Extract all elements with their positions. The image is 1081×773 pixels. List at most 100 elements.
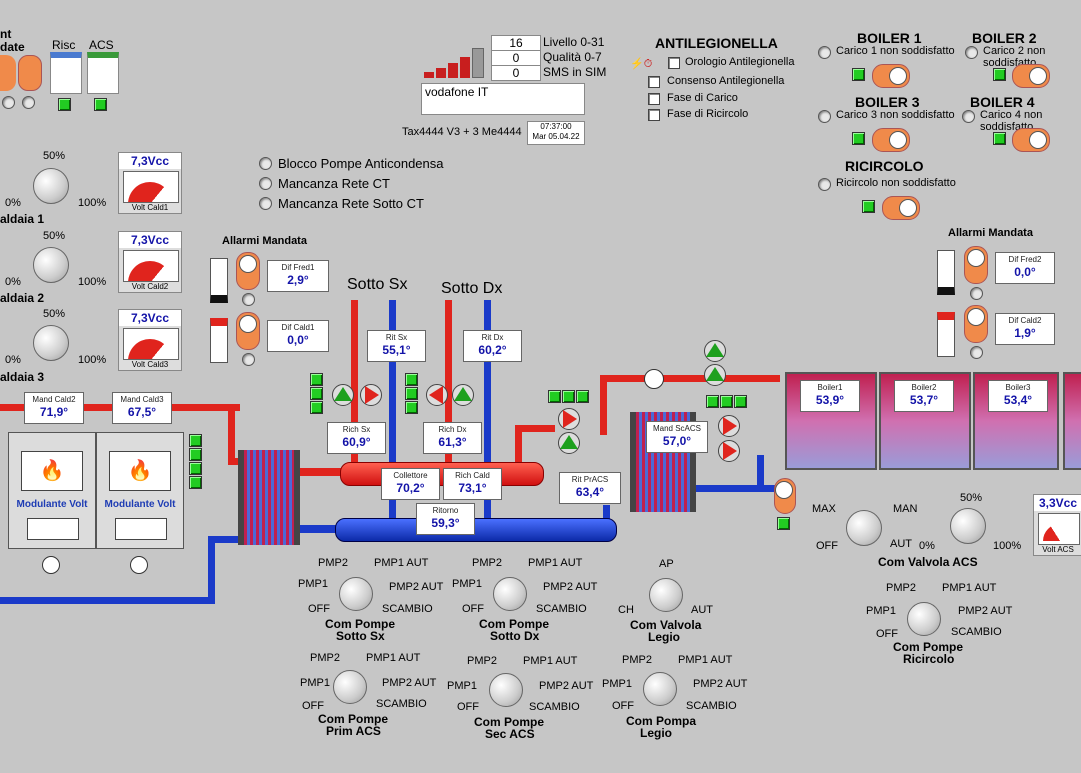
sel-dx-t1: Com Pompe — [479, 617, 550, 631]
pump-sx-2[interactable] — [360, 384, 382, 406]
allarmi-left-toggle-2[interactable] — [236, 312, 260, 350]
allarmi-right-toggle-2[interactable] — [964, 305, 988, 343]
pump-acs-1[interactable] — [558, 408, 580, 430]
valv-legio-t1: Com Valvola — [630, 618, 702, 632]
antileg-check-4[interactable] — [648, 109, 660, 121]
allarmi-left-toggle-1[interactable] — [236, 252, 260, 290]
boiler2-radio — [965, 46, 978, 59]
selector-sotto-sx[interactable]: PMP2 PMP1 AUT PMP1 PMP2 AUT OFF SCAMBIO … — [298, 555, 458, 645]
antileg-check-2[interactable] — [648, 76, 660, 88]
boiler1-temp-value: 53,9° — [815, 393, 845, 407]
alarm-radio-3 — [259, 197, 272, 210]
cald2-knob[interactable] — [33, 247, 69, 283]
sel-ric-t2: Ricircolo — [903, 652, 955, 666]
sel-legio-pmp2: PMP2 — [622, 654, 652, 666]
cald2-volt: 7,3Vcc — [119, 232, 181, 248]
sel-sacs-knob[interactable] — [489, 673, 523, 707]
cald3-gauge-face — [123, 328, 179, 360]
pipe-return-hx — [208, 536, 248, 543]
pump-dx-1[interactable] — [426, 384, 448, 406]
clock-date: Mar 05.04.22 — [532, 132, 580, 141]
valv-acs-off: OFF — [816, 540, 838, 552]
valv-legio-knob[interactable] — [649, 578, 683, 612]
sel-sx-pmp1aut: PMP1 AUT — [374, 557, 429, 569]
pump-dx-led-1 — [405, 373, 418, 386]
cald1-gauge-face — [123, 171, 179, 203]
qualita-label: Qualità 0-7 — [543, 50, 602, 64]
valv-acs-p0: 0% — [919, 540, 935, 552]
boiler1-status: Carico 1 non soddisfatto — [836, 45, 955, 57]
ricircolo-toggle[interactable] — [882, 196, 920, 220]
rich-sx-label: Rich Sx — [342, 425, 371, 434]
sel-sx-knob[interactable] — [339, 577, 373, 611]
valv-acs-selector[interactable] — [846, 510, 882, 546]
sel-legio-pmp1aut: PMP1 AUT — [678, 654, 733, 666]
valv-legio-aut: AUT — [691, 604, 713, 616]
sel-pacs-pmp2aut: PMP2 AUT — [382, 677, 437, 689]
boiler1-temp-label: Boiler1 — [817, 383, 843, 392]
caldaia-unit-3: 🔥 Modulante Volt — [96, 432, 184, 549]
acs-toggle[interactable] — [774, 478, 796, 514]
sel-dx-knob[interactable] — [493, 577, 527, 611]
pump-sx-1[interactable] — [332, 384, 354, 406]
cald2-p50: 50% — [43, 230, 66, 242]
boiler4-led — [993, 132, 1006, 145]
pipe-sx-blue — [389, 300, 396, 520]
sel-legio-knob[interactable] — [643, 672, 677, 706]
sel-ric-knob[interactable] — [907, 602, 941, 636]
valv-acs-p100: 100% — [993, 540, 1022, 552]
cald3-p50: 50% — [43, 308, 66, 320]
boiler3-temp-label: Boiler3 — [1005, 383, 1031, 392]
selector-prim-acs[interactable]: PMP2 PMP1 AUT PMP1 PMP2 AUT OFF SCAMBIO … — [300, 650, 460, 740]
pipe-supply-down — [228, 404, 235, 464]
display-3 — [115, 518, 167, 540]
boiler1-led — [852, 68, 865, 81]
dif-cald2-label: Dif Cald2 — [1008, 316, 1042, 325]
caldaia-unit-2: 🔥 Modulante Volt — [8, 432, 96, 549]
selector-sotto-dx[interactable]: PMP2 PMP1 AUT PMP1 PMP2 AUT OFF SCAMBIO … — [452, 555, 612, 645]
pump-legio-1[interactable] — [704, 340, 726, 362]
thermostat-hot-icon — [210, 318, 228, 363]
boiler4-radio — [962, 110, 975, 123]
selector-legio[interactable]: PMP2 PMP1 AUT PMP1 PMP2 AUT OFF SCAMBIO … — [602, 652, 762, 742]
zone-sotto-sx: Sotto Sx — [347, 276, 408, 293]
sel-pacs-knob[interactable] — [333, 670, 367, 704]
boiler3-toggle[interactable] — [872, 128, 910, 152]
antileg-check-3[interactable] — [648, 93, 660, 105]
pump-sec-2[interactable] — [718, 440, 740, 462]
antileg-check-1[interactable] — [668, 57, 680, 69]
clock-box: 07:37:00 Mar 05.04.22 — [527, 121, 585, 145]
radio-left-2[interactable] — [22, 96, 35, 109]
rich-cald-label: Rich Cald — [455, 471, 490, 480]
selector-valvola-legio[interactable]: AP CH AUT Com Valvola Legio — [616, 556, 716, 646]
sms-value: 0 — [491, 65, 541, 81]
mand-scacs-value: 57,0° — [662, 434, 692, 448]
calendar-icon-risc[interactable] — [50, 52, 82, 94]
toggle-left[interactable] — [0, 55, 16, 91]
pump-sec-1[interactable] — [718, 415, 740, 437]
flame-icon-2: 🔥 — [21, 451, 83, 491]
boiler2-status: Carico 2 non soddisfatto — [983, 45, 1046, 69]
selector-ricircolo[interactable]: PMP2 PMP1 AUT PMP1 PMP2 AUT OFF SCAMBIO … — [866, 580, 1026, 670]
selector-sec-acs[interactable]: PMP2 PMP1 AUT PMP1 PMP2 AUT OFF SCAMBIO … — [447, 653, 607, 743]
sel-pacs-pmp1: PMP1 — [300, 677, 330, 689]
pump-legio-2[interactable] — [704, 364, 726, 386]
boiler4-toggle[interactable] — [1012, 128, 1050, 152]
calendar-icon-acs[interactable] — [87, 52, 119, 94]
rit-pracs-value: 63,4° — [575, 485, 605, 499]
allarmi-right-toggle-1[interactable] — [964, 246, 988, 284]
boiler2-temp-value: 53,7° — [909, 393, 939, 407]
cald3-knob[interactable] — [33, 325, 69, 361]
pump-sec-led-3 — [734, 395, 747, 408]
radio-left-1[interactable] — [2, 96, 15, 109]
pump-acs-2[interactable] — [558, 432, 580, 454]
boiler2-toggle[interactable] — [1012, 64, 1050, 88]
valv-acs-knob[interactable] — [950, 508, 986, 544]
boiler1-toggle[interactable] — [872, 64, 910, 88]
pump-dx-2[interactable] — [452, 384, 474, 406]
cald1-knob[interactable] — [33, 168, 69, 204]
mand-cald3-label: Mand Cald3 — [120, 395, 164, 404]
pipe-return-up — [208, 540, 215, 604]
